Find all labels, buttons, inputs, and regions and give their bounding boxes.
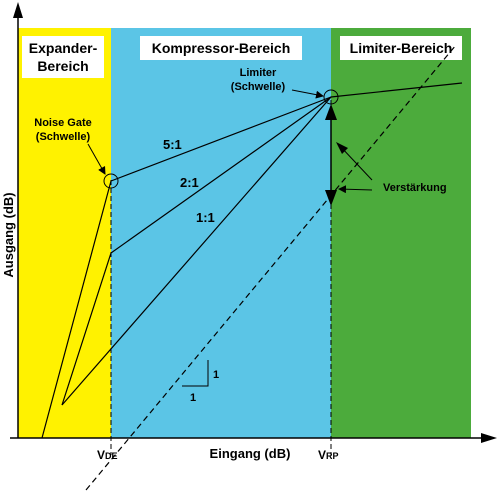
gain-label: Verstärkung [383,182,447,194]
limiter-title-box [340,36,462,60]
ratio-5-1-label: 5:1 [163,137,182,152]
gain-pointer [339,145,373,181]
gain-pointer-head [336,142,348,154]
y-axis-label: Ausgang (dB) [1,192,16,277]
compressor-zone [111,28,331,438]
expander-to-2-1 [61,252,112,406]
x-tick-vrp: VRP [318,448,339,462]
noise-gate-threshold-circle [103,173,119,189]
x-tick-vde-main: V [97,448,105,462]
limiter-curve [330,82,463,98]
limiter-zone [331,28,471,438]
y-axis-arrow [13,2,23,18]
expander-title-box [22,36,104,78]
x-tick-vrp-sub: RP [326,451,339,461]
gain-arrow-top [325,104,337,120]
ratio-2-1-label: 2:1 [180,175,199,190]
expander-title-line2: Bereich [37,58,88,74]
gain-arrow-bottom [325,190,337,206]
expander-curve [41,180,112,439]
x-axis-label: Eingang (dB) [210,446,291,461]
unity-dashed-line [85,44,457,491]
compressor-title: Kompressor-Bereich [152,40,291,56]
x-axis-arrow [481,433,497,443]
limiter-threshold-label-line1: Limiter [240,67,277,79]
limiter-threshold-label-line2: (Schwelle) [231,81,286,93]
expander-title-line1: Expander- [29,40,98,56]
curve-1-1 [61,96,332,406]
curve-5-1 [110,96,332,182]
ratio-1-1-label: 1:1 [196,210,215,225]
slope-rise-label: 1 [213,369,219,381]
gain-pointer-2 [338,185,373,194]
slope-run-label: 1 [190,392,196,404]
curve-2-1 [110,96,332,254]
expander-zone [18,28,111,438]
x-tick-vde-sub: DE [105,451,118,461]
slope-triangle [182,360,209,387]
compressor-title-box [140,36,302,60]
noise-gate-label-line2: (Schwelle) [36,131,91,143]
limiter-title: Limiter-Bereich [350,40,453,56]
x-tick-vrp-main: V [318,448,326,462]
limiter-pointer [291,89,324,99]
noise-gate-pointer [87,143,106,175]
noise-gate-label-line1: Noise Gate [34,117,91,129]
x-tick-vde: VDE [97,448,118,462]
